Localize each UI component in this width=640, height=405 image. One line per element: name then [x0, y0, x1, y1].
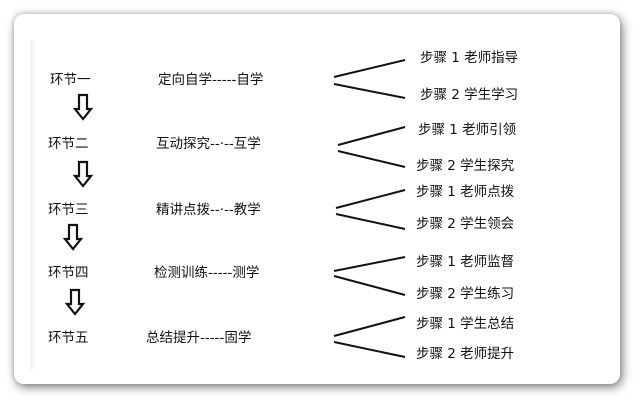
stage-method-1: 定向自学-----自学: [158, 72, 264, 88]
step-5-1: 步骤 1 学生总结: [416, 316, 515, 332]
branch-line-3b: [335, 213, 406, 230]
stage-label-5: 环节五: [48, 330, 89, 346]
down-arrow-icon: [62, 223, 84, 251]
stage-method-4: 检测训练-----测学: [154, 265, 260, 281]
stage-label-3: 环节三: [48, 202, 89, 218]
branch-line-2b: [337, 150, 406, 168]
branch-line-1b: [333, 83, 406, 99]
stage-label-4: 环节四: [48, 265, 89, 281]
step-2-1: 步骤 1 老师引领: [418, 122, 517, 138]
branch-line-5a: [333, 316, 406, 337]
stage-method-3: 精讲点拨--·--教学: [156, 202, 261, 218]
stage-label-1: 环节一: [50, 72, 91, 88]
step-1-2: 步骤 2 学生学习: [420, 87, 519, 103]
branch-line-3a: [335, 189, 406, 209]
branch-line-1a: [333, 59, 406, 78]
stage-label-2: 环节二: [48, 136, 89, 152]
step-2-2: 步骤 2 学生探究: [416, 158, 515, 174]
step-3-1: 步骤 1 老师点拨: [416, 184, 515, 200]
stage-method-2: 互动探究--·--互学: [156, 136, 261, 152]
branch-line-4a: [333, 256, 406, 272]
step-5-2: 步骤 2 老师提升: [416, 346, 515, 362]
step-1-1: 步骤 1 老师指导: [420, 50, 519, 66]
branch-line-2a: [337, 126, 406, 146]
step-4-1: 步骤 1 老师监督: [416, 254, 515, 270]
step-4-2: 步骤 2 学生练习: [416, 286, 515, 302]
down-arrow-icon: [72, 160, 94, 188]
diagram-frame: [14, 14, 620, 384]
step-3-2: 步骤 2 学生领会: [416, 216, 515, 232]
branch-line-4b: [333, 275, 406, 296]
branch-line-5b: [333, 341, 406, 358]
down-arrow-icon: [72, 93, 94, 121]
down-arrow-icon: [64, 288, 86, 316]
frame-inner-shadow: [30, 40, 36, 370]
stage-method-5: 总结提升-----固学: [146, 330, 252, 346]
